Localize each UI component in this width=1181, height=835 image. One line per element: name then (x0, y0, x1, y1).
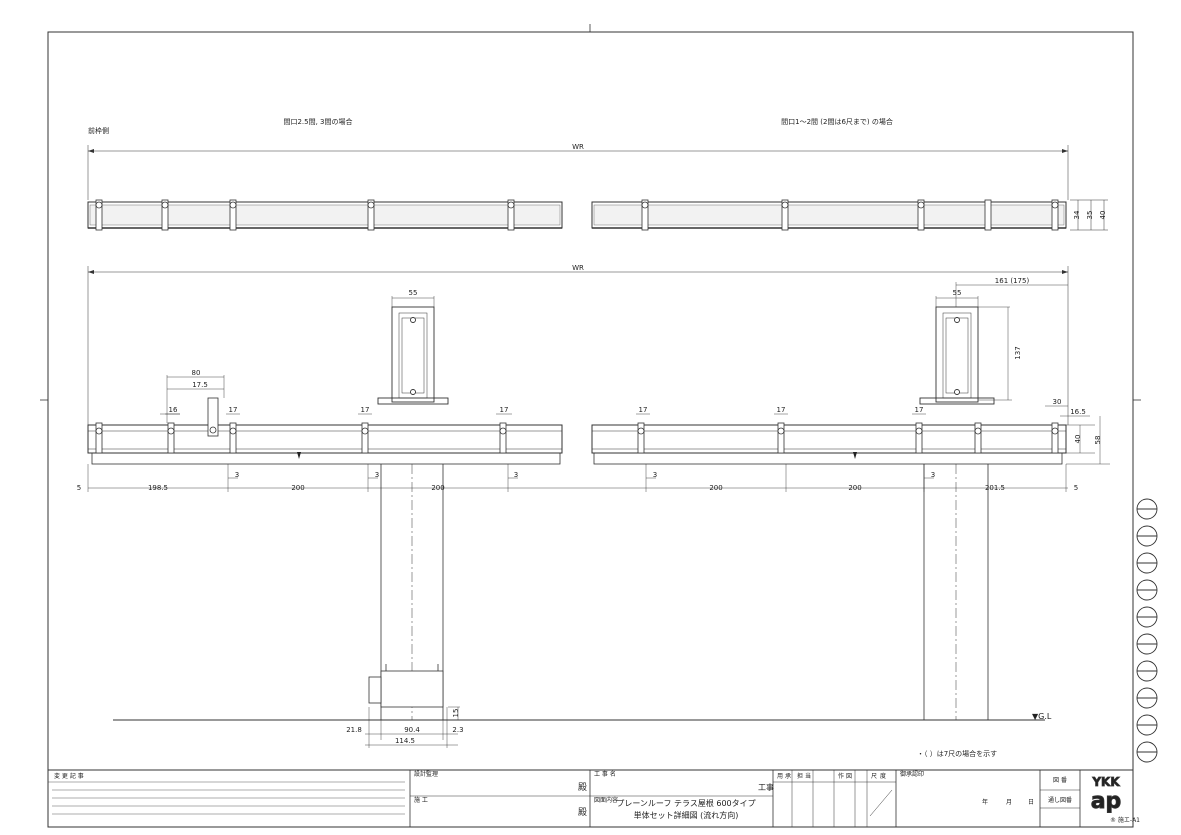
dim-3-d: 3 (653, 471, 657, 479)
col-1: 用 (777, 773, 783, 780)
dimension-lines (87, 282, 1110, 748)
title-block-texts: 変 更 記 事 設計監理 施 工 殿 殿 工 事 名 工事 図面内容 プレーンル… (54, 770, 1140, 824)
drain-screws (297, 452, 857, 459)
post-right (923, 464, 989, 720)
dono-1: 殿 (578, 782, 587, 793)
dim-200-d: 200 (848, 484, 861, 492)
drawing-border (47, 31, 1134, 828)
wr-label-top: WR (572, 143, 584, 151)
dim-3-a: 3 (235, 471, 239, 479)
dim-40-right: 40 (1074, 435, 1082, 444)
project-label: 工 事 名 (594, 770, 616, 778)
dono-2: 殿 (578, 807, 587, 818)
beam-brackets (95, 422, 1059, 454)
dim-21-8: 21.8 (346, 726, 362, 734)
dim-161: 161 (175) (995, 277, 1030, 285)
panel-height-dims: 34 35 40 (1070, 199, 1108, 231)
ykk-ap-logo: YKK ap (1084, 772, 1128, 814)
col-2: 承 (785, 772, 791, 780)
dim-5-left: 5 (77, 484, 81, 492)
col-4: 当 (805, 772, 811, 780)
approval-label: 御承認印 (900, 770, 924, 778)
dim-40: 40 (1099, 211, 1107, 220)
construction-label: 施 工 (414, 796, 428, 804)
rafter-beam-right (591, 424, 1067, 465)
left-end-bracket (207, 397, 219, 437)
post-left (368, 464, 444, 720)
date-year: 年 (982, 798, 988, 806)
zuban-label: 図 番 (1053, 777, 1067, 784)
panel-joints-top (95, 199, 1059, 231)
wr-label-mid: WR (572, 264, 584, 272)
dim-17-c: 17 (500, 406, 509, 414)
dim-137: 137 (1014, 346, 1022, 359)
dim-200-a: 200 (291, 484, 304, 492)
svg-text:YKK: YKK (1091, 775, 1120, 789)
wr-dimension-mid: WR (87, 264, 1069, 425)
heading-left-case: 間口2.5間, 3間の場合 (283, 117, 352, 126)
dim-3-e: 3 (931, 471, 935, 479)
wr-dimension-top: WR (87, 143, 1069, 200)
svg-text:ap: ap (1091, 789, 1122, 814)
date-month: 月 (1006, 799, 1012, 806)
heading-front-frame: 前枠側 (88, 126, 109, 135)
dim-15: 15 (452, 709, 460, 718)
revision-label: 変 更 記 事 (54, 772, 84, 780)
dim-35: 35 (1086, 211, 1094, 220)
dim-17-f: 17 (915, 406, 924, 414)
gl-label: ▼G.L (1032, 712, 1052, 721)
dim-114-5: 114.5 (395, 737, 415, 745)
heading-right-case: 間口1～2間 (2間は6尺まで) の場合 (781, 117, 893, 126)
drawing-title-2: 単体セット詳細図 (流れ方向) (634, 810, 739, 820)
roof-panel-section-right (591, 201, 1067, 229)
dim-16: 16 (169, 406, 178, 414)
col-5: 作 (838, 772, 844, 780)
sheet-code: ® 施エ-A1 (1110, 816, 1140, 824)
dim-200-b: 200 (431, 484, 444, 492)
col-8: 度 (880, 772, 886, 780)
dim-17-e: 17 (777, 406, 786, 414)
dim-5-right: 5 (1074, 484, 1078, 492)
title-block (48, 769, 1133, 827)
date-day: 日 (1028, 799, 1034, 806)
dim-55-right: 55 (953, 289, 962, 297)
dim-16-5: 16.5 (1070, 408, 1086, 416)
post-head-right (919, 306, 995, 405)
dim-30: 30 (1053, 398, 1062, 406)
dim-55-left: 55 (409, 289, 418, 297)
dimension-texts: 80 17.5 16 17 17 17 17 17 17 55 55 161 (… (77, 277, 1102, 745)
rafter-beam-left (87, 424, 563, 465)
drawing-title-1: プレーンルーフ テラス屋根 600タイプ (616, 798, 755, 808)
dim-90-4: 90.4 (404, 726, 420, 734)
project-suffix: 工事 (758, 782, 774, 792)
dim-201-5: 201.5 (985, 484, 1005, 492)
dim-80: 80 (192, 369, 201, 377)
dim-17-a: 17 (229, 406, 238, 414)
zuban-value: 通し図番 (1048, 796, 1072, 804)
dim-17-d: 17 (639, 406, 648, 414)
col-7: 尺 (871, 773, 877, 780)
dim-2-3: 2.3 (452, 726, 463, 734)
col-6: 図 (846, 773, 852, 780)
col-3: 担 (797, 772, 803, 780)
design-label: 設計監理 (414, 770, 438, 778)
dim-17-b: 17 (361, 406, 370, 414)
dim-200-c: 200 (709, 484, 722, 492)
drawing-label: 図面内容 (594, 796, 618, 804)
post-head-left (377, 306, 449, 405)
revision-circles (1136, 498, 1158, 763)
dim-3-b: 3 (375, 471, 379, 479)
note-7shaku: ・（ ）は7尺の場合を示す (917, 749, 997, 758)
dim-34: 34 (1073, 210, 1081, 219)
dim-198-5: 198.5 (148, 484, 168, 492)
dim-3-c: 3 (514, 471, 518, 479)
dim-58: 58 (1094, 436, 1102, 445)
dim-17-5: 17.5 (192, 381, 208, 389)
roof-panel-section-left (87, 201, 563, 229)
